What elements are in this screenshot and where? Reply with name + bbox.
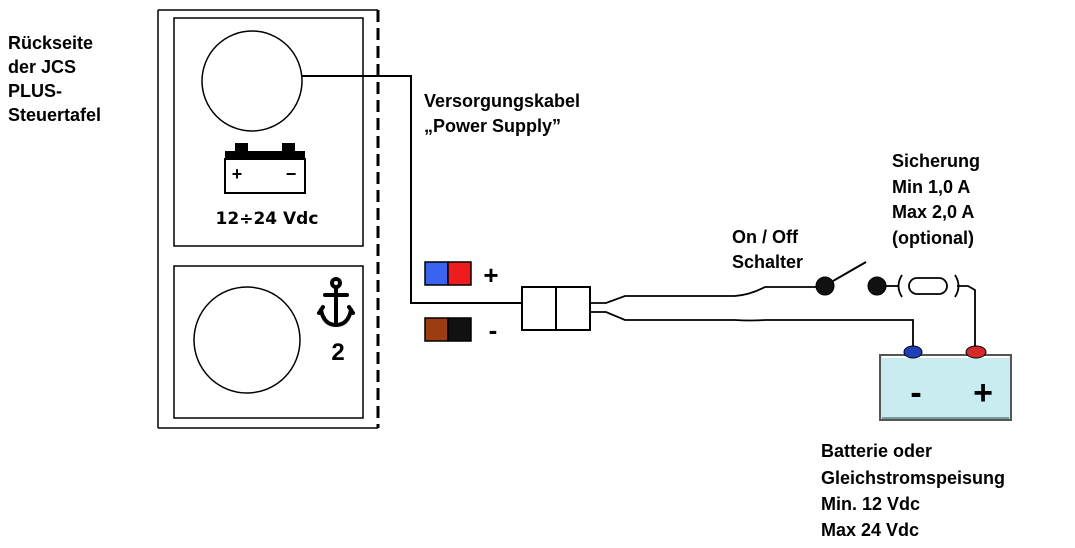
cable-label-line: „Power Supply” (424, 116, 561, 136)
battery-minus-sign: - (910, 374, 921, 412)
output-cable-pair (590, 286, 914, 350)
fuse-symbol (886, 274, 976, 350)
panel-power-label: 12÷24 Vdc (216, 209, 319, 229)
fuse-label-line: Sicherung (892, 151, 980, 171)
panel-title: Rückseite der JCS PLUS- Steuertafel (8, 33, 101, 125)
battery-body (879, 354, 1012, 421)
cable-label-line: Versorgungskabel (424, 91, 580, 111)
svg-text:−: − (286, 164, 297, 184)
channel-socket (193, 286, 301, 394)
channel-section (173, 265, 364, 419)
switch-label: On / Off Schalter (732, 227, 803, 272)
negative-sign: - (489, 315, 498, 345)
positive-terminal-icon (965, 345, 987, 359)
battery-label-line: Min. 12 Vdc (821, 494, 920, 514)
negative-color-swatch (447, 317, 472, 342)
panel-title-line: PLUS- (8, 81, 62, 101)
cable-label: Versorgungskabel „Power Supply” (424, 91, 585, 136)
positive-color-swatch (447, 261, 472, 286)
fuse-label-line: Min 1,0 A (892, 177, 970, 197)
panel-title-line: Steuertafel (8, 105, 101, 125)
battery-label-line: Batterie oder (821, 441, 932, 461)
cable-connector (521, 286, 591, 331)
supply-cable (302, 75, 522, 304)
power-socket-section (173, 17, 364, 247)
fuse-label-line: (optional) (892, 228, 974, 248)
panel-title-line: der JCS (8, 57, 76, 77)
battery-label-line: Max 24 Vdc (821, 520, 919, 540)
negative-wire-color-code: - (424, 315, 498, 345)
positive-wire-color-code: + (424, 260, 499, 290)
anchor-icon (317, 277, 355, 328)
fuse-label: Sicherung Min 1,0 A Max 2,0 A (optional) (892, 151, 985, 248)
negative-color-swatch (424, 317, 449, 342)
control-panel-back: + − 12÷24 Vdc 2 (157, 9, 380, 429)
negative-terminal-icon (903, 345, 923, 359)
battery: - + (879, 345, 1012, 421)
switch-label-line: On / Off (732, 227, 799, 247)
battery-symbol-icon: + − (224, 143, 306, 194)
battery-label: Batterie oder Gleichstromspeisung Min. 1… (821, 441, 1010, 540)
power-socket (201, 30, 303, 132)
svg-text:+: + (232, 164, 243, 184)
battery-label-line: Gleichstromspeisung (821, 468, 1005, 488)
battery-plus-sign: + (973, 374, 993, 412)
switch-label-line: Schalter (732, 252, 803, 272)
on-off-switch (815, 261, 887, 296)
channel-number: 2 (331, 339, 344, 366)
positive-sign: + (483, 260, 498, 290)
positive-color-swatch (424, 261, 449, 286)
panel-title-line: Rückseite (8, 33, 93, 53)
fuse-label-line: Max 2,0 A (892, 202, 974, 222)
